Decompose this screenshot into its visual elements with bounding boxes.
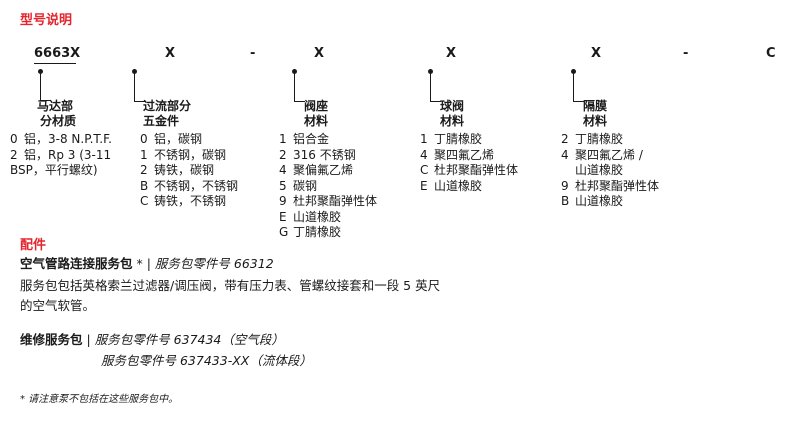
motor-heading: 马达部 分材质 bbox=[37, 99, 77, 128]
diaphragm-heading: 隔膜 材料 bbox=[583, 99, 608, 128]
model-seg-4: X bbox=[591, 46, 602, 61]
model-seg-dash-2: - bbox=[683, 46, 689, 61]
option-row: BSP，平行螺纹) bbox=[10, 163, 98, 177]
connector-seat bbox=[292, 69, 305, 102]
air-kit-part: 服务包零件号 66312 bbox=[154, 256, 274, 271]
model-base-underline bbox=[34, 63, 76, 64]
air-kit-line: 空气管路连接服务包 * | 服务包零件号 66312 bbox=[20, 256, 274, 271]
repair-kit-fluid-part: 服务包零件号 637433-XX（流体段） bbox=[101, 353, 312, 368]
repair-kit-air-part: 服务包零件号 637434（空气段） bbox=[94, 332, 284, 347]
model-seg-5: C bbox=[766, 46, 776, 61]
accessories-title: 配件 bbox=[20, 238, 47, 253]
connector-diaphragm bbox=[571, 69, 584, 102]
footnote: * 请注意泵不包括在这些服务包中。 bbox=[20, 394, 179, 405]
wetted-heading: 过流部分 五金件 bbox=[143, 99, 192, 128]
model-seg-1: X bbox=[165, 46, 176, 61]
model-seg-3: X bbox=[446, 46, 457, 61]
model-seg-2: X bbox=[314, 46, 325, 61]
connector-motor bbox=[38, 69, 51, 101]
connector-wetted bbox=[132, 69, 145, 102]
repair-kit-name: 维修服务包 bbox=[20, 332, 83, 347]
section-title: 型号说明 bbox=[20, 13, 73, 28]
model-code-base: 6663X bbox=[34, 46, 81, 61]
model-seg-dash-1: - bbox=[250, 46, 256, 61]
connector-ball bbox=[428, 69, 441, 102]
air-kit-desc-1: 服务包包括英格索兰过滤器/调压阀，带有压力表、管螺纹接套和一段 5 英尺 bbox=[20, 278, 441, 293]
repair-kit-line: 维修服务包 | 服务包零件号 637434（空气段） bbox=[20, 332, 284, 347]
ball-heading: 球阀 材料 bbox=[440, 99, 465, 128]
seat-heading: 阀座 材料 bbox=[304, 99, 329, 128]
option-row: 山道橡胶 bbox=[575, 163, 624, 177]
air-kit-desc-2: 的空气软管。 bbox=[20, 298, 96, 313]
air-kit-name: 空气管路连接服务包 bbox=[20, 256, 133, 271]
